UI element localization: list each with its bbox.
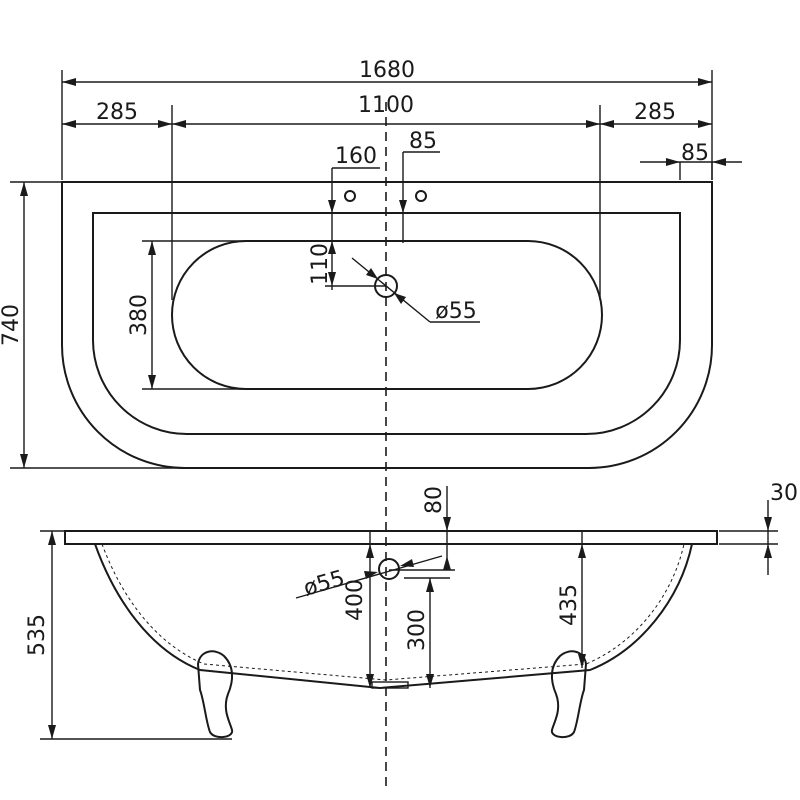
- dim-drain-diameter: ø55: [435, 299, 476, 324]
- tub-outer-outline: [61, 181, 713, 469]
- dim-inner-depth: 435: [557, 584, 582, 626]
- top-view: 1680 285 1100 285 160 85 85: [0, 58, 742, 790]
- dim-rim-thickness: 30: [770, 481, 798, 506]
- dim-rim-width: 85: [681, 141, 709, 166]
- tub-inner-contour: [101, 543, 685, 681]
- dim-left-offset: 285: [96, 100, 138, 125]
- basin-outline: [171, 240, 603, 390]
- tub-rim: [64, 530, 718, 545]
- dim-overall-depth: 740: [0, 304, 24, 346]
- dim-inner-width: 1100: [358, 93, 414, 118]
- dim-basin-depth: 380: [127, 294, 152, 336]
- side-view: 535 80 30 400 300 435 ø55: [25, 481, 798, 740]
- dim-overall-width: 1680: [359, 58, 415, 83]
- dim-overall-height: 535: [25, 614, 50, 656]
- dim-overflow-diameter: ø55: [301, 566, 348, 601]
- dim-drain-height: 300: [405, 609, 430, 651]
- right-foot: [550, 650, 588, 738]
- drain-strip: [371, 681, 409, 689]
- tap-hole-left: [344, 190, 356, 202]
- dim-tap-offset: 85: [409, 129, 437, 154]
- dim-overflow-height: 400: [343, 579, 368, 621]
- dim-rim-to-overflow: 80: [422, 486, 447, 514]
- left-foot: [196, 650, 234, 738]
- dim-drain-offset: 110: [308, 243, 333, 285]
- tub-body: [94, 543, 693, 690]
- dim-right-offset: 285: [634, 100, 676, 125]
- dim-tap-spacing: 160: [335, 144, 377, 169]
- tap-hole-right: [415, 190, 427, 202]
- tub-inner-rim: [92, 212, 681, 435]
